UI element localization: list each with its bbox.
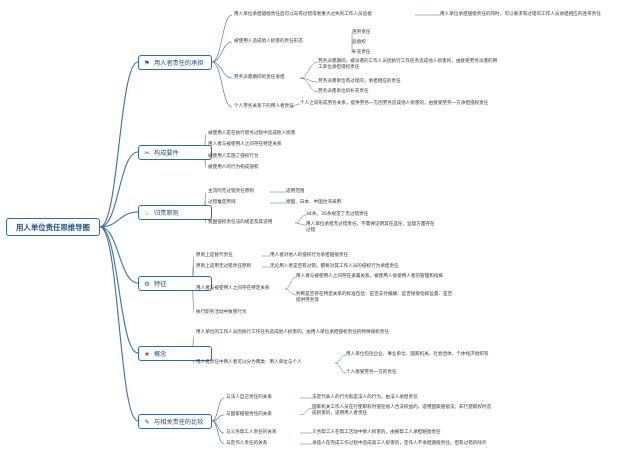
node-b6-4: 与定作人责任的关系 [226, 441, 268, 446]
sub-connector-14 [284, 276, 297, 290]
node-b1-joint: 连带责任 [352, 30, 371, 35]
node-b1-recourse: 用人单位承担赔偿责任后可以向有过错或者重大过失的工作人员追偿 [234, 12, 372, 17]
root-connector-3 [99, 226, 139, 284]
gear-icon: ⚙ [144, 279, 150, 288]
node-b3-2: 过错推定原则 [208, 200, 236, 205]
node-b3-3b: 用人单位承担无过错责任，不需要证明其在选任、监督方面存在过错 [306, 222, 435, 233]
node-b1-personal-a: 个人之间形成劳务关系，提供劳务一方因劳务造成他人损害的，由接受劳务一方承担侵权责… [300, 101, 489, 106]
node-b2-2: 用人者与被使用人之间存在特定关系 [208, 142, 282, 147]
branch-connector-0-1 [211, 41, 233, 63]
star-icon: ★ [144, 349, 150, 358]
branch-label: 与相关责任的比较 [154, 419, 204, 426]
branch-connector-5-3 [211, 420, 225, 445]
node-b4-3: 用人者与被使用人之间存在特定关系 [196, 286, 270, 291]
branch-label: 归责原则 [154, 210, 179, 217]
root-connector-2 [99, 211, 139, 228]
branch-concept[interactable]: ★ 概念 [138, 346, 212, 361]
branch-comparison[interactable]: ✎ 与相关责任的比较 [138, 414, 212, 429]
branch-label: 构成要件 [154, 150, 179, 157]
node-b4-2: 原则上适用无过错责任原则 [196, 264, 252, 269]
node-b2-3: 被使用人实施了侵权行为 [208, 154, 259, 159]
flag-icon: ⚑ [144, 58, 150, 67]
node-b3-3: 我国侵权责任法的规定及其适用 [208, 220, 273, 225]
branch-liability-bearing[interactable]: ⚑ 用人者责任的承担 [138, 55, 212, 70]
node-b6-1: 与法人自己责任的关系 [226, 395, 272, 400]
sub-connector-17 [334, 362, 347, 374]
node-b4-4: 执行职务活动中致害行为 [196, 310, 247, 315]
branch-label: 概念 [154, 351, 167, 358]
node-b4-3b: 判断是否存在特定关系的标准包括：是否支付报酬、是否接受指挥监督、是否提供劳务等 [296, 292, 453, 303]
node-b5-1: 用人单位的工作人员因执行工作任务造成他人损害的，由用人单位承担侵权责任的特殊侵权… [196, 330, 389, 335]
node-b1-supplementary: 补充责任 [352, 50, 371, 55]
sub-connector-19 [299, 407, 313, 416]
sub-connector-16 [334, 354, 347, 364]
branch-connector-0-0 [211, 14, 233, 63]
node-b6-2a: 国家机关工作人员在行使职权时侵犯他人合法权益的，适用国家赔偿法；非行使职权时造成… [312, 405, 492, 416]
node-b4-1: 原则上是替代责任 [196, 253, 233, 258]
node-b4-1a: 用人者对他人的侵权行为承担赔偿责任 [270, 253, 349, 258]
root-connector-0 [99, 61, 139, 228]
sub-connector-10 [294, 214, 307, 224]
node-b2-4: 被使用人的行为构成侵权 [208, 165, 259, 170]
node-b1-personal: 个人劳务关系下的用人者责任 [234, 104, 294, 109]
node-b1-dispatch-c: 劳务派遣单位的补充责任 [318, 89, 369, 94]
branch-label: 用人者责任的承担 [154, 60, 204, 67]
node-b1-dispatch: 劳务派遣期间的责任承担 [234, 75, 285, 80]
branch-elements[interactable]: ✂ 构成要件 [138, 145, 212, 160]
branch-connector-5-2 [211, 420, 225, 434]
sub-connector-6 [299, 77, 319, 93]
node-b4-3a: 用人者与被使用人之间存在隶属关系，被使用人接受用人者的管理和指挥 [296, 274, 444, 279]
root-node[interactable]: 用人单位责任思维导图 [6, 218, 100, 236]
branch-connector-0-2 [211, 61, 233, 79]
node-b3-3a: 34条，35条规定了无过错责任 [306, 212, 369, 217]
node-b4-2a: 无论用人者是否有过错，都要对其工作人员的侵权行为承担责任 [270, 264, 399, 269]
node-b1-recourse-detail: 用人单位承担赔偿责任的同时，可以要求有过错的工作人员承担相应的连带责任 [440, 12, 601, 17]
sub-connector-11 [294, 222, 307, 226]
branch-connector-5-1 [211, 414, 225, 422]
node-b5-2: 用人者责任中用人者可以分为两类：用人单位与个人 [196, 360, 302, 365]
sub-connector-15 [284, 288, 297, 296]
root-connector-4 [99, 226, 139, 354]
node-b6-2: 与国家赔偿责任的关系 [226, 412, 272, 417]
node-b6-4a: 承揽人在完成工作过程中造成第三人损害的，定作人不承担赔偿责任，但有过错的除外 [312, 441, 487, 446]
node-b3-1: 主流的无过错责任原则 [208, 189, 254, 194]
node-b6-3a: 义务帮工人在帮工活动中致人损害的，由被帮工人承担赔偿责任 [312, 430, 441, 435]
node-b1-dispatch-a: 劳务派遣期间，被派遣的工作人员因执行工作任务造成他人损害的，由接受劳务派遣的用工… [318, 59, 498, 70]
node-b6-1a: 法定代表人的行为就是法人的行为，由法人承担责任 [312, 395, 418, 400]
thumbs-up-icon: ✎ [144, 417, 150, 426]
branch-label: 特征 [154, 281, 167, 288]
branch-features[interactable]: ⚙ 特征 [138, 276, 212, 291]
node-b1-recourse-right: 追偿权 [352, 40, 366, 45]
flame-icon: ♨ [144, 208, 150, 217]
sub-connector-7 [289, 103, 301, 108]
root-connector-5 [99, 226, 139, 422]
branch-connector-0-3 [211, 61, 233, 108]
node-b5-2b: 个人接受劳务一方的责任 [346, 370, 397, 375]
node-b5-2a: 用人单位包括企业、事业单位、国家机关、社会团体、个体经济组织等 [346, 352, 489, 357]
root-connector-1 [99, 151, 139, 228]
node-b3-1a: 适用范围 [286, 189, 305, 194]
node-b3-2a: 德国、日本、中国台湾采用 [286, 200, 342, 205]
node-b6-3: 与义务帮工人责任的关系 [226, 430, 277, 435]
sub-connector-4 [299, 61, 319, 79]
branch-connector-5-0 [211, 397, 225, 422]
node-b1-form: 被使用人造成他人损害的责任形态 [234, 39, 303, 44]
branch-attribution[interactable]: ♨ 归责原则 [138, 205, 212, 220]
scissors-icon: ✂ [144, 148, 150, 157]
node-b2-1: 被使用人是在执行职务过程中造成他人损害 [208, 131, 296, 136]
node-b1-dispatch-b: 劳务派遣单位有过错的，承担相应的责任 [318, 79, 401, 84]
